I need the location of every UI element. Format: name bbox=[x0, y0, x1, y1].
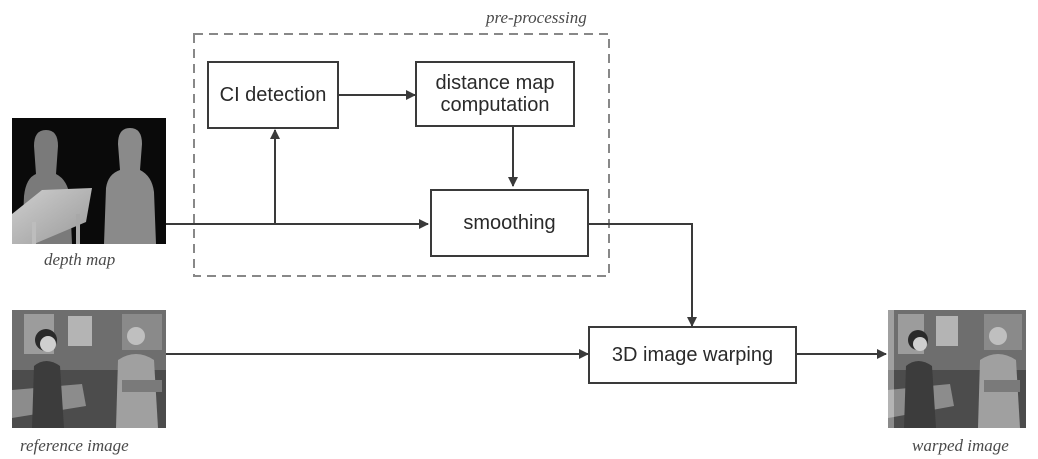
distance-map-box: distance map computation bbox=[415, 61, 575, 127]
smoothing-label: smoothing bbox=[463, 212, 556, 234]
warping-label: 3D image warping bbox=[611, 344, 774, 366]
warped-image-caption: warped image bbox=[912, 436, 1009, 455]
reference-image bbox=[12, 310, 166, 428]
reference-image-scene bbox=[12, 310, 166, 428]
distance-map-label-line1: distance map bbox=[435, 72, 555, 94]
reference-image-caption: reference image bbox=[20, 436, 129, 455]
ci-detection-box: CI detection bbox=[207, 61, 339, 129]
warped-image bbox=[888, 310, 1026, 428]
preprocessing-group-border bbox=[193, 33, 610, 277]
depth-map-image bbox=[12, 118, 166, 244]
distance-map-label-line2: computation bbox=[440, 94, 550, 116]
depth-map-caption: depth map bbox=[44, 250, 116, 269]
warping-box: 3D image warping bbox=[588, 326, 797, 384]
ci-detection-label: CI detection bbox=[219, 84, 327, 106]
depth-map-silhouettes bbox=[12, 128, 156, 244]
preprocessing-label: pre-processing bbox=[486, 8, 587, 27]
arrow-smoothing-to-warping bbox=[589, 223, 697, 327]
warped-image-scene bbox=[888, 310, 1026, 428]
smoothing-box: smoothing bbox=[430, 189, 589, 257]
